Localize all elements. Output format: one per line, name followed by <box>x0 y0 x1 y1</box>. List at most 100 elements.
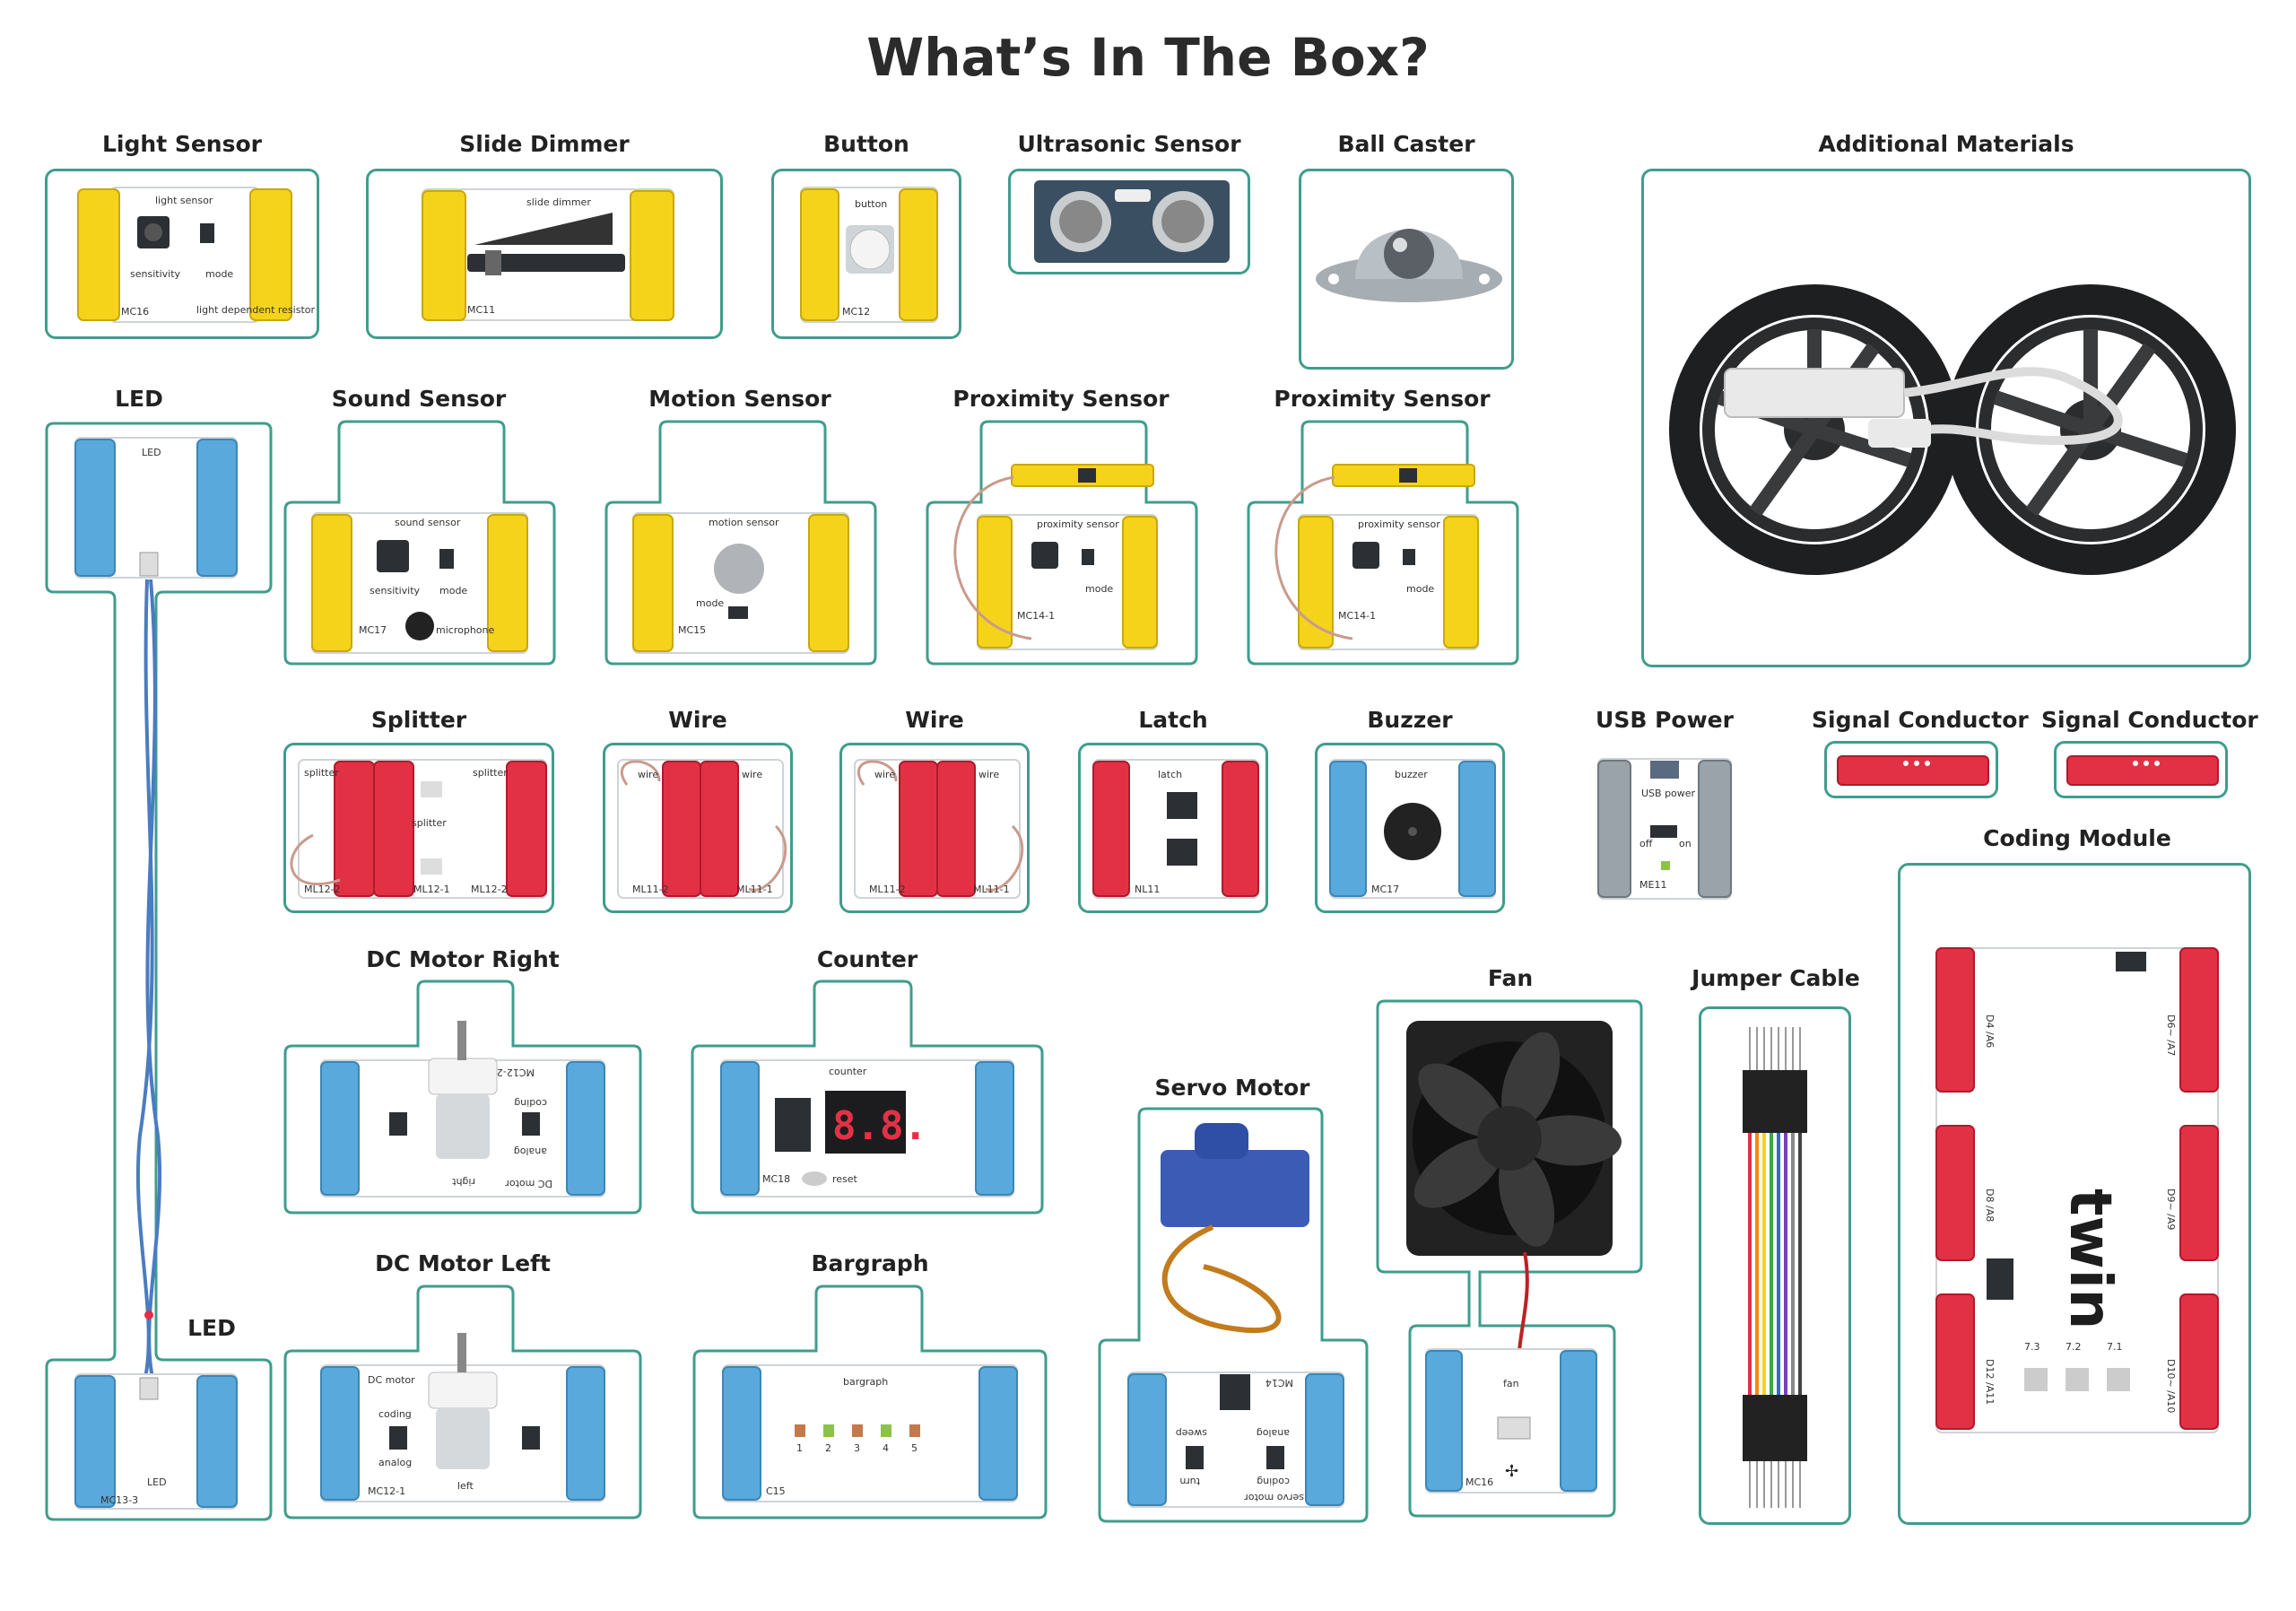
counter-card[interactable]: 8.8. counter reset MC18 <box>689 978 1046 1216</box>
svg-text:analog: analog <box>378 1457 412 1468</box>
usb-power-module[interactable]: USB power off on ME11 <box>1593 753 1736 906</box>
signal-conductor-1-label: Signal Conductor <box>1812 707 2029 733</box>
svg-text:NL11: NL11 <box>1135 884 1160 895</box>
svg-text:7.2: 7.2 <box>2066 1341 2082 1353</box>
svg-text:D10~ /A10: D10~ /A10 <box>2165 1359 2177 1413</box>
svg-text:mode: mode <box>205 268 233 280</box>
proximity-sensor-1-card[interactable]: proximity sensor mode MC14-1 <box>924 418 1200 669</box>
svg-text:MC11: MC11 <box>467 304 495 316</box>
svg-text:wire: wire <box>874 769 895 780</box>
svg-text:splitter: splitter <box>473 767 508 779</box>
motion-sensor-card[interactable]: motion sensor mode MC15 <box>603 418 879 669</box>
coding-module-label: Coding Module <box>1983 825 2171 851</box>
svg-text:7.1: 7.1 <box>2107 1341 2123 1353</box>
slide-dimmer-module: slide dimmer MC11 <box>422 188 674 321</box>
svg-text:coding: coding <box>378 1408 412 1420</box>
svg-text:MC12: MC12 <box>842 306 870 318</box>
buzzer-card[interactable]: buzzer MC17 <box>1315 743 1505 913</box>
svg-text:proximity sensor: proximity sensor <box>1358 518 1440 530</box>
splitter-card[interactable]: splitter splitter splitter ML12-2 ML12-1… <box>283 743 554 913</box>
ultrasonic-sensor-label: Ultrasonic Sensor <box>1017 131 1241 157</box>
svg-text:ML11-2: ML11-2 <box>869 884 906 895</box>
ball-caster-card[interactable] <box>1299 169 1514 370</box>
wire-1-card[interactable]: wire wire ML11-2 ML11-1 <box>603 743 793 913</box>
svg-text:turn: turn <box>1179 1476 1200 1487</box>
coding-module-card[interactable]: twin D4 /A6 D6~ /A7 D8 /A8 D9~ /A9 D12 /… <box>1898 863 2251 1525</box>
svg-text:MC15: MC15 <box>678 624 706 636</box>
svg-text:D8 /A8: D8 /A8 <box>1984 1189 1996 1222</box>
svg-text:4: 4 <box>883 1442 889 1454</box>
dc-motor-right-label: DC Motor Right <box>366 946 560 972</box>
fan-label: Fan <box>1487 965 1534 991</box>
button-pcb-text: button <box>855 198 887 210</box>
jumper-cable-label: Jumper Cable <box>1692 965 1860 991</box>
svg-text:fan: fan <box>1503 1378 1519 1389</box>
dc-motor-left-card[interactable]: DC motor coding analog left MC12-1 <box>282 1283 644 1521</box>
wire-2-card[interactable]: wire wire ML11-2 ML11-1 <box>839 743 1030 913</box>
svg-text:wire: wire <box>638 769 658 780</box>
svg-text:analog: analog <box>1257 1427 1290 1439</box>
additional-materials-card[interactable] <box>1641 169 2251 667</box>
svg-text:DC motor: DC motor <box>505 1178 552 1189</box>
sound-sensor-card[interactable]: sound sensor sensitivity mode microphone… <box>282 418 558 669</box>
signal-conductor-1-card[interactable] <box>1824 741 1998 798</box>
slide-dimmer-card[interactable]: slide dimmer MC11 <box>366 169 723 339</box>
svg-text:twin: twin <box>2057 1189 2123 1329</box>
svg-text:mode: mode <box>1085 583 1113 595</box>
button-card[interactable]: button MC12 <box>771 169 961 339</box>
buzzer-module: buzzer MC17 <box>1329 759 1496 899</box>
svg-text:latch: latch <box>1158 769 1182 780</box>
dc-motor-right-card[interactable]: coding analog right DC motor MC12-2 <box>282 978 644 1216</box>
svg-text:mode: mode <box>696 597 724 609</box>
svg-text:sound sensor: sound sensor <box>395 517 461 528</box>
svg-text:off: off <box>1639 838 1653 849</box>
jumper-cable-image <box>1743 1027 1807 1508</box>
wheels-and-usb-cable-image <box>1669 284 2236 575</box>
buzzer-label: Buzzer <box>1367 707 1453 733</box>
jumper-cable-card[interactable] <box>1699 1006 1851 1525</box>
slide-dimmer-pcb-text: slide dimmer <box>526 196 591 208</box>
svg-text:2: 2 <box>825 1442 831 1454</box>
svg-text:ML11-1: ML11-1 <box>973 884 1010 895</box>
led-cable-card[interactable]: LED LED MC13-3 <box>41 418 283 1530</box>
svg-text:MC16: MC16 <box>1465 1476 1493 1488</box>
latch-card[interactable]: latch NL11 <box>1078 743 1268 913</box>
fan-card[interactable]: fan ✢ MC16 <box>1372 996 1647 1527</box>
bargraph-label: Bargraph <box>811 1250 929 1276</box>
ultrasonic-sensor-module <box>1034 180 1230 263</box>
svg-text:microphone: microphone <box>436 624 494 636</box>
svg-text:MC14: MC14 <box>1265 1377 1293 1389</box>
svg-text:MC12-2: MC12-2 <box>497 1067 535 1078</box>
svg-text:1: 1 <box>796 1442 803 1454</box>
signal-conductor-2-card[interactable] <box>2054 741 2228 798</box>
svg-text:left: left <box>457 1480 474 1492</box>
fan-symbol-icon: ✢ <box>1505 1462 1518 1481</box>
svg-text:light dependent resistor: light dependent resistor <box>196 304 315 316</box>
svg-text:coding: coding <box>1257 1476 1290 1487</box>
svg-text:MC18: MC18 <box>762 1173 790 1185</box>
svg-text:buzzer: buzzer <box>1395 769 1428 780</box>
light-sensor-card[interactable]: light sensor sensitivity mode light depe… <box>45 169 319 339</box>
latch-label: Latch <box>1138 707 1208 733</box>
wire-1-label: Wire <box>668 707 727 733</box>
led-top-label: LED <box>115 386 163 412</box>
svg-text:ML11-2: ML11-2 <box>632 884 669 895</box>
servo-motor-card[interactable]: sweep turn analog coding servo motor MC1… <box>1096 1105 1370 1525</box>
svg-text:MC17: MC17 <box>1371 884 1399 895</box>
wire-1-module: wire wire ML11-2 ML11-1 <box>617 759 787 899</box>
proximity-sensor-1-label: Proximity Sensor <box>952 386 1170 412</box>
light-sensor-module: light sensor sensitivity mode light depe… <box>77 187 315 323</box>
servo-motor-label: Servo Motor <box>1154 1075 1310 1101</box>
svg-text:MC13-3: MC13-3 <box>100 1494 138 1506</box>
svg-text:wire: wire <box>978 769 999 780</box>
svg-text:ML12-1: ML12-1 <box>413 884 450 895</box>
svg-text:MC14-1: MC14-1 <box>1017 610 1055 622</box>
proximity-sensor-2-card[interactable]: proximity sensor mode MC14-1 <box>1245 418 1521 669</box>
slide-dimmer-label: Slide Dimmer <box>459 131 630 157</box>
wire-2-label: Wire <box>905 707 964 733</box>
light-sensor-pcb-text: light sensor <box>155 195 213 206</box>
ultrasonic-sensor-card[interactable] <box>1008 169 1250 274</box>
dc-motor-left-label: DC Motor Left <box>375 1250 551 1276</box>
svg-text:mode: mode <box>439 585 467 597</box>
bargraph-card[interactable]: bargraph 1 2 3 4 5 C15 <box>691 1283 1049 1521</box>
